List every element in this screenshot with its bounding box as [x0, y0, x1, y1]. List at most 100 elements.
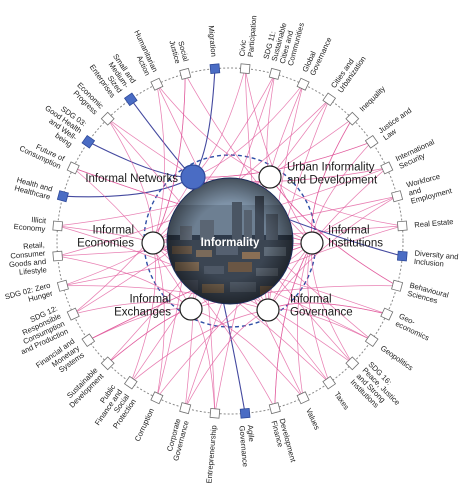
topic-label-real-estate[interactable]: Real Estate [414, 217, 454, 229]
topic-label-entrepreneurship[interactable]: Entrepreneurship [204, 425, 218, 484]
link-values-informal-exchanges [190, 308, 304, 399]
link-behavioural-sciences-urban-informality [269, 176, 398, 287]
topic-label-small-and-medium-sized-enterprises[interactable]: Small andMedium-SizedEnterprises [88, 48, 138, 99]
node-informal-networks[interactable] [180, 164, 206, 190]
topic-box-sdg-12-responsible-consumption-and-production[interactable] [66, 307, 80, 321]
topic-label-corporate-governance[interactable]: CorporateGovernance [163, 417, 191, 461]
link-humanitarian-action-urban-informality [156, 83, 271, 178]
topic-label-values[interactable]: Values [304, 407, 322, 432]
topic-label-public-finance-and-social-protection[interactable]: PublicFinance andSocialProtection [86, 382, 138, 436]
topic-box-civic-participation[interactable] [239, 63, 251, 75]
topic-label-inequality[interactable]: Inequality [358, 84, 387, 113]
link-social-justice-informal-economies [152, 73, 186, 244]
topic-box-behavioural-sciences[interactable] [391, 279, 404, 292]
topic-label-cities-and-urbanization[interactable]: Cities andUrbanization [329, 50, 368, 95]
topic-box-sdg-11-sustainable-cities-and-communities[interactable] [268, 67, 281, 80]
topic-box-international-security[interactable] [380, 161, 394, 175]
topic-box-development-finance[interactable] [268, 402, 281, 415]
topic-label-sdg-03-good-health-and-well-being[interactable]: SDG 03:Good Healthand Well-being [34, 97, 89, 150]
topic-label-geopolitics[interactable]: Geopolitics [379, 343, 415, 372]
topic-box-layer [52, 63, 408, 419]
topic-box-diversity-and-inclusion[interactable] [396, 250, 408, 262]
topic-label-diversity-and-inclusion[interactable]: Diversity andInclusion [414, 249, 459, 270]
link-corruption-informal-institutions [156, 242, 313, 399]
topic-label-international-security[interactable]: InternationalSecurity [394, 137, 440, 171]
link-public-finance-and-social-protection-informal-economies [130, 242, 157, 383]
node-urban-informality[interactable] [258, 165, 282, 189]
topic-box-geopolitics[interactable] [364, 333, 379, 348]
topic-label-corruption[interactable]: Corruption [133, 407, 156, 443]
topic-label-social-justice[interactable]: SocialJustice [167, 37, 190, 65]
topic-label-taxes[interactable]: Taxes [332, 390, 351, 412]
topic-label-workforce-and-employment[interactable]: WorkforceandEmployment [405, 170, 453, 206]
topic-box-small-and-medium-sized-enterprises[interactable] [123, 92, 138, 107]
link-development-finance-informal-economies [152, 242, 276, 409]
link-real-estate-urban-informality [269, 176, 403, 227]
topic-label-civic-participation[interactable]: CivicParticipation [238, 14, 259, 57]
topic-box-illicit-economy[interactable] [52, 220, 64, 232]
link-development-finance-informal-institutions [274, 242, 313, 409]
topic-box-economic-progress[interactable] [100, 111, 115, 126]
topic-label-illicit-economy[interactable]: IllicitEconomy [13, 214, 47, 234]
topic-box-humanitarian-action[interactable] [150, 77, 164, 91]
topic-box-sdg-03-good-health-and-well-being[interactable] [81, 134, 96, 149]
link-corporate-governance-informal-governance [184, 309, 269, 409]
topic-box-cities-and-urbanization[interactable] [322, 92, 337, 107]
topic-label-retail-consumer-goods-and-lifestyle[interactable]: Retail,ConsumerGoods andLifestyle [7, 240, 48, 277]
topic-box-public-finance-and-social-protection[interactable] [123, 375, 138, 390]
topic-label-geo-economics[interactable]: Geo-economics [394, 311, 434, 342]
node-informal-governance[interactable] [256, 298, 280, 322]
topic-box-entrepreneurship[interactable] [209, 407, 221, 419]
topic-box-workforce-and-employment[interactable] [391, 190, 404, 203]
topic-box-agile-governance[interactable] [239, 407, 251, 419]
topic-label-sustainable-development[interactable]: SustainableDevelopment [61, 365, 106, 410]
topic-label-development-finance[interactable]: DevelopmentFinance [269, 417, 298, 466]
topic-box-corruption[interactable] [150, 391, 164, 405]
topic-label-migration[interactable]: Migration [207, 25, 219, 57]
topic-label-global-governance[interactable]: GlobalGovernance [300, 32, 333, 77]
topic-label-sdg-02-zero-hunger[interactable]: SDG 02: ZeroHunger [4, 280, 54, 309]
topic-box-values[interactable] [296, 391, 310, 405]
topic-box-health-and-healthcare[interactable] [56, 190, 69, 203]
link-values-informal-institutions [296, 242, 313, 398]
topic-box-geo-economics[interactable] [380, 307, 394, 321]
topic-box-social-justice[interactable] [179, 67, 192, 80]
topic-label-agile-governance[interactable]: AgileGovernance [237, 425, 258, 468]
topic-label-health-and-healthcare[interactable]: Health andHealthcare [14, 175, 54, 201]
topic-box-migration[interactable] [209, 63, 221, 75]
node-informal-economies[interactable] [141, 231, 165, 255]
node-informal-exchanges[interactable] [179, 297, 203, 321]
topic-box-retail-consumer-goods-and-lifestyle[interactable] [52, 250, 64, 262]
topic-box-justice-and-law[interactable] [364, 134, 379, 149]
topic-box-sustainable-development[interactable] [100, 356, 115, 371]
topic-label-justice-and-law[interactable]: Justice andLaw [377, 106, 418, 142]
topic-label-behavioural-sciences[interactable]: BehaviouralSciences [406, 281, 450, 308]
link-migration-informal-networks [192, 68, 216, 178]
link-retail-consumer-goods-and-lifestyle-informal-exchanges [57, 255, 192, 310]
topic-label-sdg-16-peace-justice-and-strong-institutions[interactable]: SDG 16:Peace, Justiceand StrongInstituti… [349, 360, 408, 419]
link-entrepreneurship-informal-exchanges [190, 308, 216, 414]
node-informal-institutions[interactable] [300, 231, 324, 255]
node-label-informal-networks[interactable]: Informal Networks [85, 173, 178, 185]
topic-box-real-estate[interactable] [396, 220, 408, 232]
topic-box-sdg-02-zero-hunger[interactable] [56, 279, 69, 292]
topic-box-corporate-governance[interactable] [179, 402, 192, 415]
topic-box-financial-and-monetary-systems[interactable] [81, 333, 96, 348]
center-label: Informality [201, 237, 260, 249]
topic-box-inequality[interactable] [345, 111, 360, 126]
topic-box-future-of-consumption[interactable] [66, 161, 80, 175]
link-international-security-informal-networks [192, 167, 387, 182]
topic-label-sdg-11-sustainable-cities-and-communities[interactable]: SDG 11:SustainableCities andCommunities [261, 15, 306, 67]
topic-box-taxes[interactable] [322, 375, 337, 390]
topic-box-global-governance[interactable] [296, 77, 310, 91]
link-social-justice-informal-institutions [184, 73, 313, 244]
topic-box-sdg-16-peace-justice-and-strong-institutions[interactable] [345, 356, 360, 371]
